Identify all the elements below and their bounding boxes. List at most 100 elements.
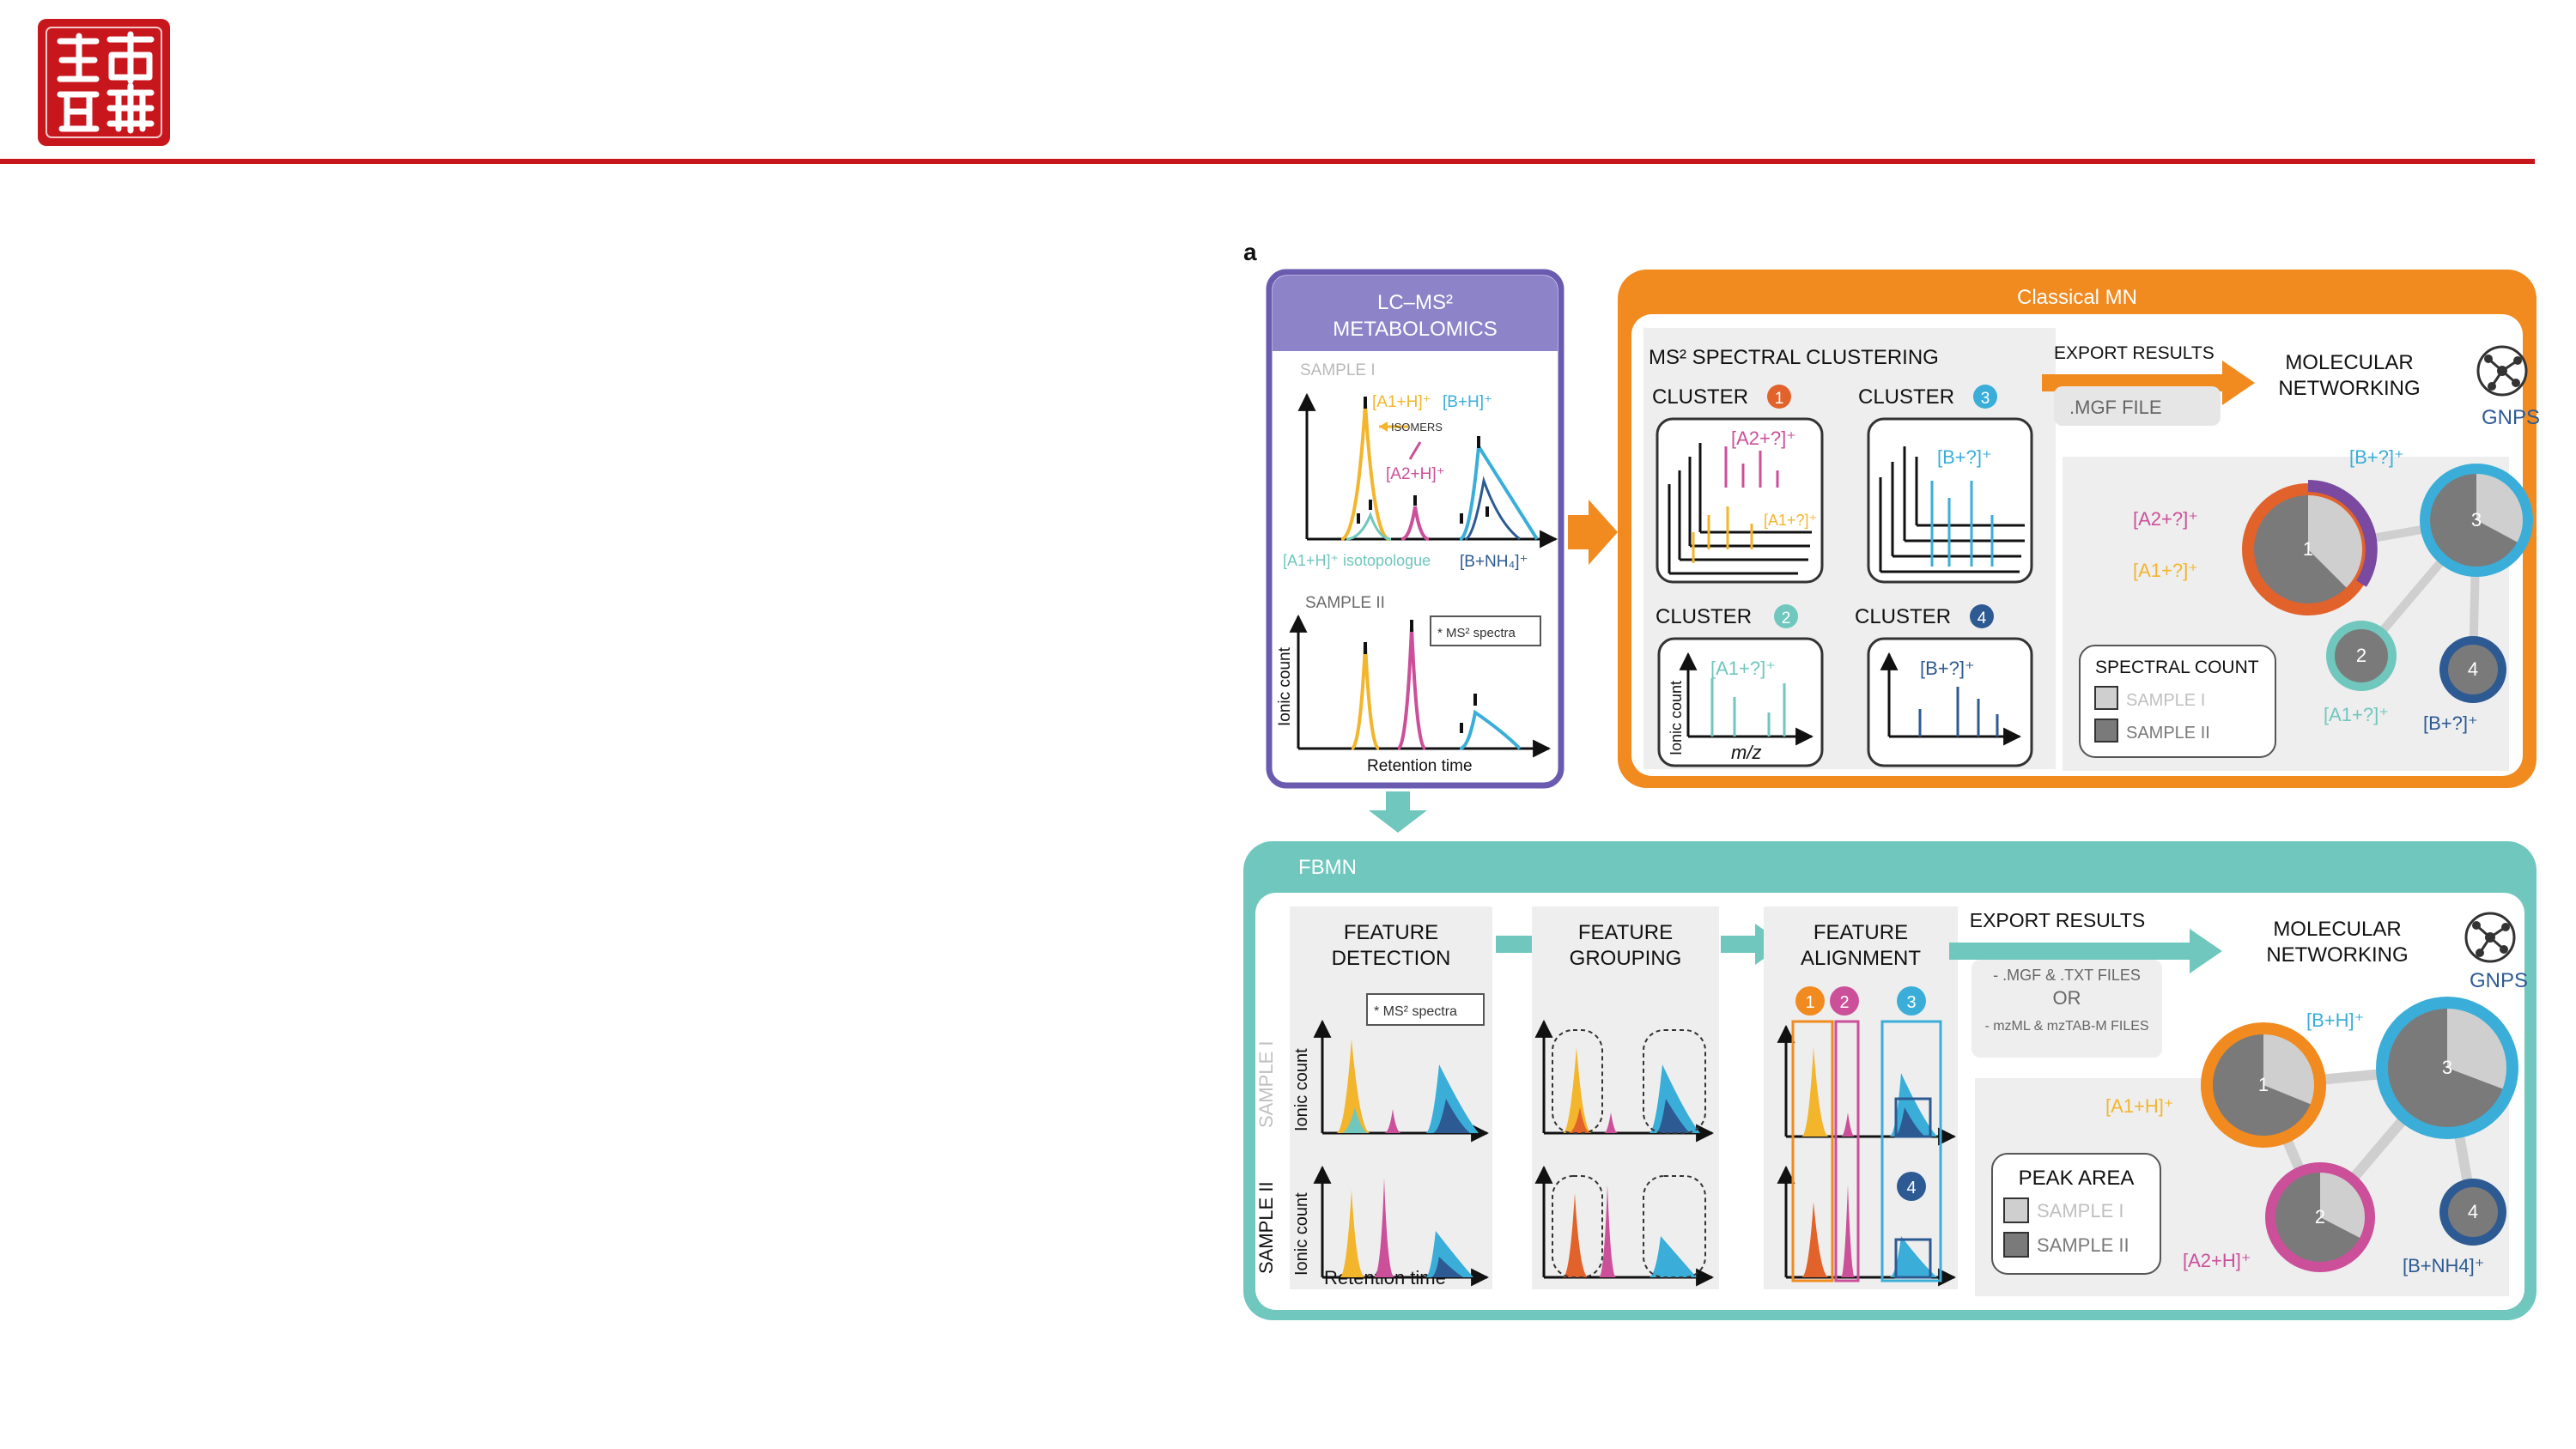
cluster-2-label: CLUSTER [1656, 605, 1752, 628]
classical-title: Classical MN [2017, 286, 2137, 309]
lcms-sample-1: SAMPLE I [1300, 361, 1376, 379]
fbmn-export-title: EXPORT RESULTS [1970, 909, 2146, 931]
lcms-label-isomers: ISOMERS [1391, 421, 1443, 433]
fbmn-node-4: 4 [2439, 1179, 2506, 1246]
align-badge-4: 4 [1906, 1179, 1916, 1197]
cluster-4-ion: [B+?]⁺ [1920, 658, 1975, 679]
cluster-1-ion-a1: [A1+?]⁺ [1764, 512, 1817, 529]
cluster-2-ion: [A1+?]⁺ [1710, 658, 1776, 679]
gnps-icon [2476, 345, 2528, 397]
classical-network: 1 3 2 4 [B+?]⁺ [A2+?]⁺ [A1+? [2133, 446, 2533, 734]
fbmn-export-or: OR [2053, 987, 2081, 1009]
lcms-ylabel: Ionic count [1276, 646, 1294, 726]
cluster-1: CLUSTER 1 [A2+?]⁺ [1652, 385, 1824, 584]
peak-area-title: PEAK AREA [2019, 1167, 2135, 1190]
classical-node-1-label: 1 [2303, 538, 2313, 560]
fbmn-ms2-legend: * MS² spectra [1374, 1004, 1457, 1019]
cluster-4-label: CLUSTER [1855, 605, 1951, 628]
cluster-2-num: 2 [1782, 609, 1791, 627]
classical-node-label-b-bottom: [B+?]⁺ [2423, 712, 2478, 734]
arrow-to-classical [1568, 500, 1618, 565]
cluster-4: CLUSTER 4 [B+?]⁺ [1855, 604, 2033, 767]
logo-seal [38, 19, 170, 146]
fbmn-node-label-bnh4: [B+NH4]⁺ [2403, 1255, 2484, 1276]
lcms-title-2: METABOLOMICS [1333, 318, 1498, 341]
classical-node-4: 4 [2439, 636, 2506, 703]
classical-export-title: EXPORT RESULTS [2054, 343, 2215, 363]
classical-node-4-label: 4 [2468, 658, 2478, 680]
fbmn-sample-2: SAMPLE II [1255, 1181, 1277, 1274]
classical-node-label-b-top: [B+?]⁺ [2349, 446, 2404, 468]
fbmn-node-4-label: 4 [2468, 1201, 2478, 1222]
fbmn-node-2-label: 2 [2315, 1206, 2325, 1228]
fbmn-node-label-a2h: [A2+H]⁺ [2183, 1250, 2251, 1271]
fbmn-export-line-1: - .MGF & .TXT FILES [1993, 967, 2141, 984]
fbmn-alignment-badges: 1 2 3 4 [1795, 986, 1926, 1201]
lcms-title-1: LC–MS² [1377, 291, 1453, 314]
fbmn-export-arrow [1949, 929, 2222, 973]
lcms-xlabel: Retention time [1367, 757, 1473, 775]
classical-node-label-a1-bottom: [A1+?]⁺ [2324, 704, 2389, 725]
lcms-sample-2: SAMPLE II [1305, 594, 1385, 612]
figure-panel: a LC–MS² METABOLOMICS SAMPLE I [1243, 239, 2540, 1320]
classical-node-1: 1 [2242, 480, 2378, 615]
header-rule [0, 159, 2535, 164]
cluster-1-num: 1 [1775, 390, 1784, 408]
fbmn-ylabel-2: Ionic count [1292, 1192, 1311, 1276]
peak-area-sample-2: SAMPLE II [2037, 1234, 2129, 1256]
fbmn-grouping-1: FEATURE [1578, 921, 1673, 944]
fbmn-ylabel-1: Ionic count [1292, 1048, 1311, 1131]
classical-gnps: GNPS [2482, 406, 2540, 429]
fbmn-alignment-1: FEATURE [1814, 921, 1908, 944]
panel-letter: a [1243, 239, 1257, 265]
lcms-ms2-legend: * MS² spectra [1437, 626, 1516, 640]
classical-networking-1: MOLECULAR [2285, 351, 2413, 374]
classical-mn-box: Classical MN MS² SPECTRAL CLUSTERING CLU… [1618, 270, 2540, 788]
fbmn-detection-2: DETECTION [1332, 947, 1451, 970]
cluster-1-label: CLUSTER [1652, 385, 1748, 409]
fbmn-node-1: 1 [2201, 1022, 2326, 1148]
cluster-3: CLUSTER 3 [B+?]⁺ [1858, 385, 2033, 584]
lcms-label-isotopologue: [A1+H]⁺ isotopologue [1283, 552, 1431, 569]
lcms-label-a2h: [A2+H]⁺ [1386, 465, 1445, 483]
fbmn-alignment-2: ALIGNMENT [1801, 947, 1921, 970]
fbmn-title: FBMN [1298, 856, 1357, 879]
fbmn-grouping-2: GROUPING [1570, 947, 1682, 970]
classical-ylabel: Ionic count [1668, 681, 1685, 755]
lcms-label-bh: [B+H]⁺ [1443, 393, 1492, 411]
fbmn-gnps-icon [2464, 912, 2516, 963]
spectral-count-legend: SPECTRAL COUNT SAMPLE I SAMPLE II [2079, 645, 2276, 758]
classical-networking-2: NETWORKING [2278, 377, 2420, 400]
cluster-3-label: CLUSTER [1858, 385, 1954, 409]
fbmn-networking-2: NETWORKING [2266, 943, 2408, 967]
classical-clustering-title: MS² SPECTRAL CLUSTERING [1649, 346, 1939, 369]
classical-export-arrow [2042, 361, 2255, 405]
fbmn-gnps: GNPS [2470, 969, 2528, 992]
align-badge-1: 1 [1805, 993, 1814, 1012]
spectral-count-sample-1: SAMPLE I [2126, 691, 2205, 710]
fbmn-node-3: 3 [2376, 997, 2518, 1139]
fbmn-sample-1: SAMPLE I [1255, 1041, 1277, 1128]
fbmn-node-label-a1h: [A1+H]⁺ [2105, 1095, 2173, 1117]
classical-node-3-label: 3 [2471, 509, 2482, 530]
fbmn-node-2: 2 [2265, 1162, 2375, 1272]
fbmn-alignment-chroms [1777, 1020, 1957, 1287]
cluster-4-num: 4 [1978, 609, 1987, 627]
classical-node-2-label: 2 [2356, 645, 2366, 666]
lcms-sample2-chromatogram: Ionic count Retention time [1276, 614, 1552, 775]
arrow-to-fbmn [1369, 791, 1427, 833]
classical-xlabel: m/z [1731, 742, 1761, 763]
classical-export-file: .MGF FILE [2069, 397, 2162, 418]
fbmn-node-1-label: 1 [2258, 1074, 2269, 1095]
lcms-box: LC–MS² METABOLOMICS SAMPLE I [A1+H]⁺ [1266, 269, 1564, 789]
lcms-sample1-chromatogram: [A1+H]⁺ [B+H]⁺ ISOMERS [A2+H]⁺ [A1+H]⁺ i… [1283, 392, 1558, 571]
cluster-1-ion-a2: [A2+?]⁺ [1731, 427, 1796, 449]
classical-node-3: 3 [2420, 464, 2533, 577]
classical-node-label-a2: [A2+?]⁺ [2133, 508, 2198, 530]
spectral-count-title: SPECTRAL COUNT [2095, 658, 2259, 677]
cluster-3-ion: [B+?]⁺ [1937, 446, 1992, 468]
spectral-count-sample-2: SAMPLE II [2126, 724, 2210, 743]
cluster-2: CLUSTER 2 [A1+?]⁺ Ionic count m/z [1656, 604, 1824, 767]
peak-area-legend: PEAK AREA SAMPLE I SAMPLE II [1991, 1153, 2161, 1275]
